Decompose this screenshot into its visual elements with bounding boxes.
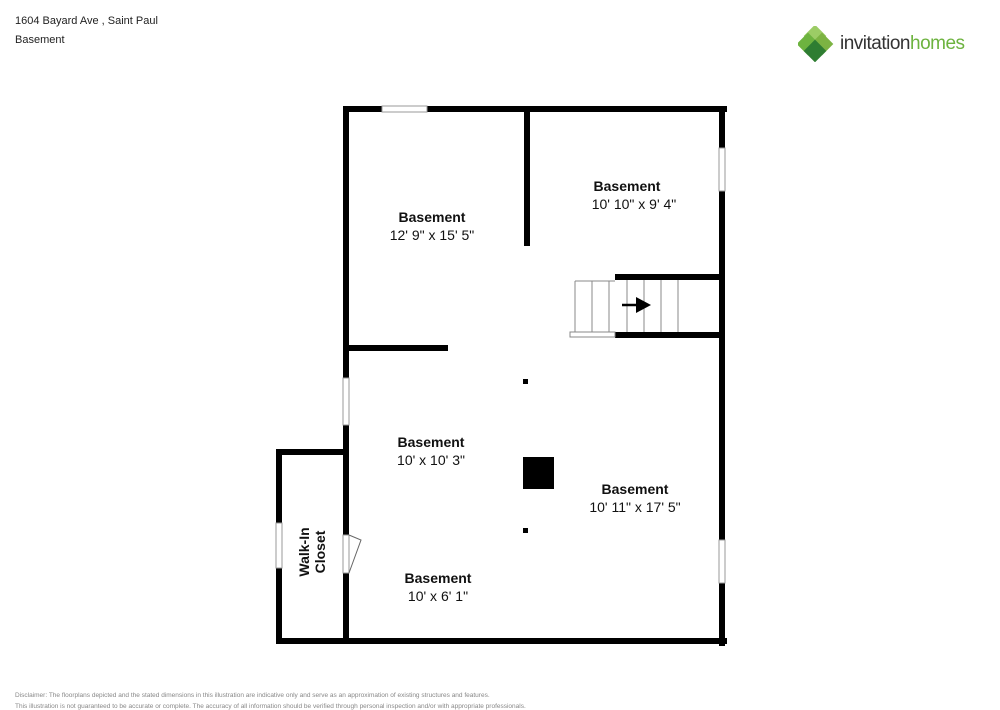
window-right-lower — [718, 539, 726, 584]
window-right-upper — [718, 147, 726, 192]
address: 1604 Bayard Ave , Saint Paul — [15, 15, 158, 27]
stairs[interactable] — [569, 280, 679, 338]
room-dimensions: 10' 10" x 9' 4" — [592, 196, 677, 212]
wall-bottom — [276, 638, 727, 644]
window-left — [342, 377, 350, 426]
closet-name-line1: Walk-In — [296, 527, 312, 576]
window-closet — [275, 522, 283, 569]
closet-door[interactable] — [342, 534, 362, 574]
disclaimer-line1: Disclaimer: The floorplans depicted and … — [15, 692, 490, 699]
column — [523, 457, 554, 489]
room-name: Basement — [398, 434, 465, 450]
room-label: Basement 12' 9" x 15' 5" Basement 10' 10… — [296, 178, 681, 604]
stair-wall-bottom — [615, 332, 725, 338]
interior-wall-horizontal — [349, 345, 448, 351]
room-dimensions: 10' x 6' 1" — [408, 588, 468, 604]
wall-top — [343, 106, 727, 112]
invitation-homes-logo: invitationhomes — [798, 26, 965, 62]
logo-text-homes: homes — [910, 33, 965, 54]
room-dimensions: 10' 11" x 17' 5" — [589, 499, 680, 515]
wall-left — [343, 106, 349, 644]
closet-wall-top — [276, 449, 349, 455]
windows — [275, 105, 726, 584]
logo-mark-icon — [798, 26, 834, 62]
room-name: Basement — [399, 209, 466, 225]
floor-label: Basement — [15, 34, 65, 46]
stair-wall-top — [615, 274, 725, 280]
post — [523, 379, 528, 384]
room-dimensions: 10' x 10' 3" — [397, 452, 465, 468]
room-name: Basement — [594, 178, 661, 194]
stair-direction-arrow-icon — [622, 297, 651, 313]
post — [523, 528, 528, 533]
wall-right — [719, 106, 725, 646]
room-dimensions: 12' 9" x 15' 5" — [390, 227, 475, 243]
closet-name-line2: Closet — [312, 530, 328, 573]
room-name: Basement — [602, 481, 669, 497]
logo-text-invitation: invitation — [840, 33, 911, 54]
room-name: Basement — [405, 570, 472, 586]
window-top — [381, 105, 428, 113]
interior-wall-vertical — [524, 112, 530, 246]
